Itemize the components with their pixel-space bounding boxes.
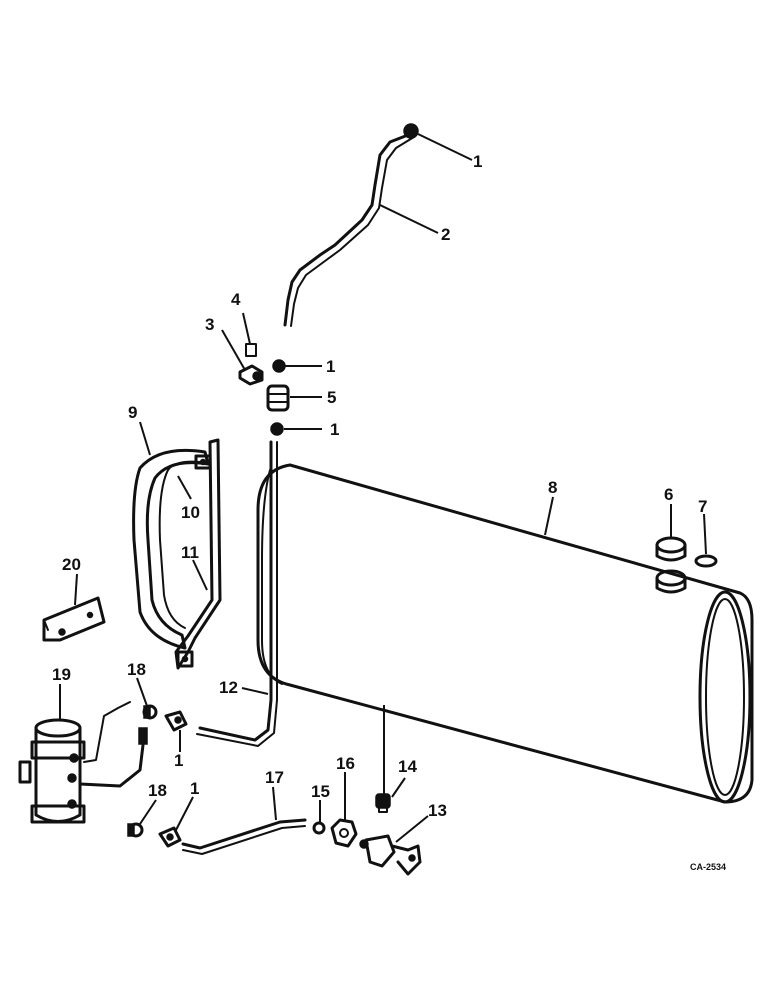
callout-12: 12 [219, 678, 238, 697]
leader-lines [59, 133, 707, 843]
fuel-tank [256, 463, 754, 804]
fitting-mid-lower [270, 422, 284, 436]
fuel-line-upper [283, 133, 415, 327]
mounting-bracket [42, 596, 106, 642]
callout-1-pump-upper: 1 [174, 751, 183, 770]
drawing-code: CA-2534 [690, 862, 726, 872]
callout-14: 14 [398, 757, 417, 776]
coupling [266, 384, 290, 412]
callout-9: 9 [128, 403, 137, 422]
callout-8: 8 [548, 478, 557, 497]
callout-15: 15 [311, 782, 330, 801]
drain-plug [375, 793, 391, 813]
callout-10: 10 [181, 503, 200, 522]
fuel-line-tank-outlet [196, 440, 278, 747]
fuel-line-lower [181, 818, 307, 855]
nut [330, 818, 358, 848]
fuel-pump [18, 718, 86, 824]
callout-1-mid-upper: 1 [326, 357, 335, 376]
callout-1-pump-lower: 1 [190, 779, 199, 798]
filler-neck [655, 569, 687, 594]
fitting-pump-upper [164, 710, 188, 732]
callout-3: 3 [205, 315, 214, 334]
callout-20: 20 [62, 555, 81, 574]
fitting-pump-lower [158, 826, 182, 848]
filler-cap [655, 536, 687, 562]
tank-bracket [174, 438, 222, 670]
callout-5: 5 [327, 388, 336, 407]
callout-2: 2 [441, 225, 450, 244]
callout-4: 4 [231, 290, 241, 309]
callout-6: 6 [664, 485, 673, 504]
callout-19: 19 [52, 665, 71, 684]
callout-11: 11 [181, 543, 199, 562]
clip [245, 343, 257, 357]
pump-wire [78, 701, 148, 788]
callout-18-lower: 18 [148, 781, 167, 800]
tank-strap [132, 448, 210, 650]
washer [312, 821, 326, 835]
callout-labels: 1 2 4 3 1 5 1 9 8 6 7 10 11 20 19 18 12 … [52, 152, 707, 820]
elbow-fitting-upper [142, 704, 158, 720]
elbow-fitting-lower [127, 822, 144, 838]
callout-13: 13 [428, 801, 447, 820]
callout-1-mid-lower: 1 [330, 420, 339, 439]
fitting-top [403, 123, 419, 139]
gasket [694, 554, 718, 568]
shut-off-valve [359, 834, 422, 876]
clamp [238, 364, 264, 386]
callout-7: 7 [698, 497, 707, 516]
fitting-mid-upper [272, 359, 286, 373]
callout-16: 16 [336, 754, 355, 773]
callout-1-top: 1 [473, 152, 482, 171]
callout-17: 17 [265, 768, 284, 787]
callout-18-upper: 18 [127, 660, 146, 679]
